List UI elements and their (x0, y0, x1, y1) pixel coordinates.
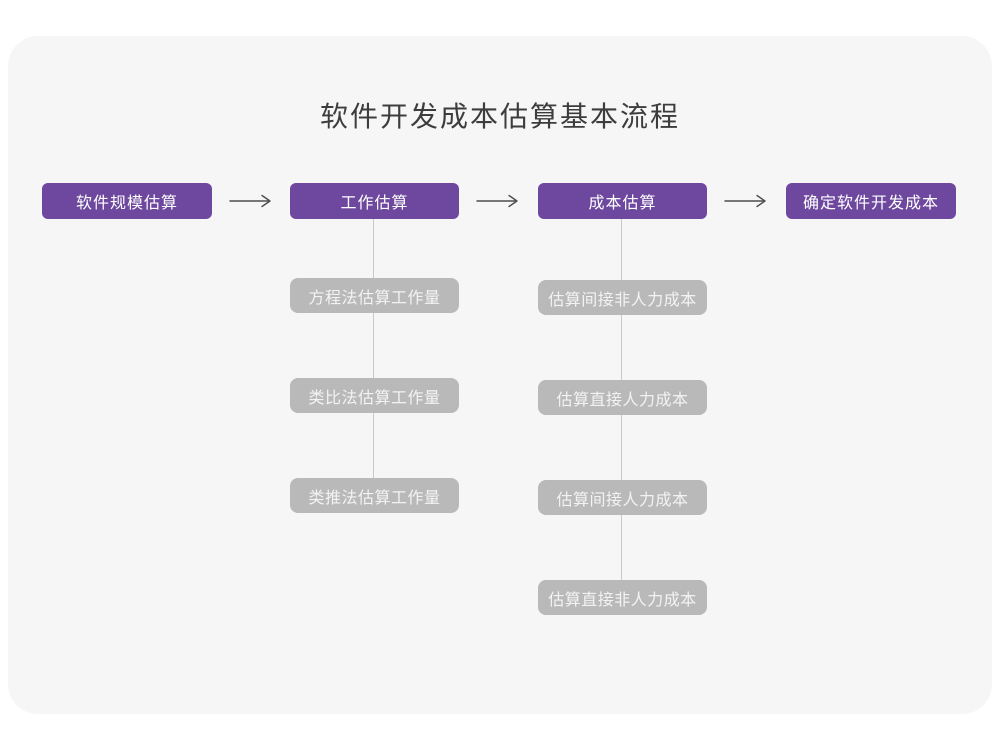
substep-direct-nonlabor-cost: 估算直接非人力成本 (538, 580, 707, 615)
right-arrow-icon (724, 194, 766, 208)
stage-cost-estimation: 成本估算 (538, 183, 707, 219)
stage-work-estimation: 工作估算 (290, 183, 459, 219)
substep-equation-method-effort: 方程法估算工作量 (290, 278, 459, 313)
diagram-title: 软件开发成本估算基本流程 (319, 101, 680, 132)
right-arrow-icon (476, 194, 518, 208)
diagram-panel (8, 36, 992, 714)
stage-determine-development-cost: 确定软件开发成本 (786, 183, 956, 219)
substep-indirect-nonlabor-cost: 估算间接非人力成本 (538, 280, 707, 315)
substep-direct-labor-cost: 估算直接人力成本 (538, 380, 707, 415)
substep-extrapolation-method-effort: 类推法估算工作量 (290, 478, 459, 513)
right-arrow-icon (229, 194, 271, 208)
stage-software-size-estimation: 软件规模估算 (42, 183, 212, 219)
connector-line-work-estimation (373, 219, 374, 481)
substep-analogy-method-effort: 类比法估算工作量 (290, 378, 459, 413)
substep-indirect-labor-cost: 估算间接人力成本 (538, 480, 707, 515)
